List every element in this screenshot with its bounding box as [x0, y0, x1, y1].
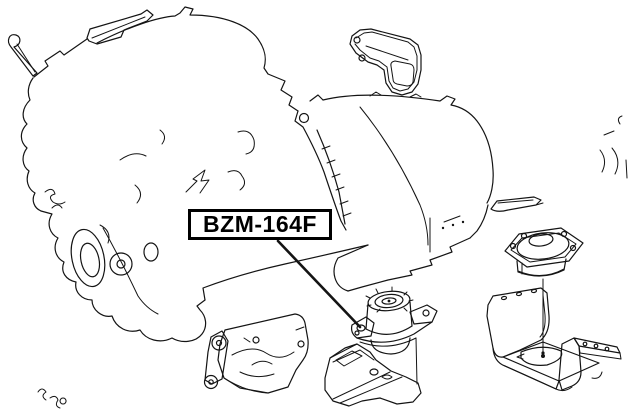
output-shaft-icon	[490, 196, 544, 212]
heat-shield-drawing	[324, 343, 422, 407]
engine-assembly-drawing	[7, 6, 369, 409]
transmission-mount-drawing	[504, 227, 584, 355]
leader-line	[276, 239, 362, 329]
part-number-label[interactable]: BZM-164F	[188, 209, 332, 240]
hook-bracket-drawing	[349, 28, 422, 96]
engine-mount-bracket-drawing	[203, 313, 309, 394]
dipstick-icon	[7, 34, 38, 77]
part-number-text: BZM-164F	[203, 211, 317, 237]
transmission-assembly-drawing	[309, 91, 628, 292]
engine-mount-drawing	[350, 286, 438, 385]
crossmember-bracket-drawing	[486, 287, 622, 392]
